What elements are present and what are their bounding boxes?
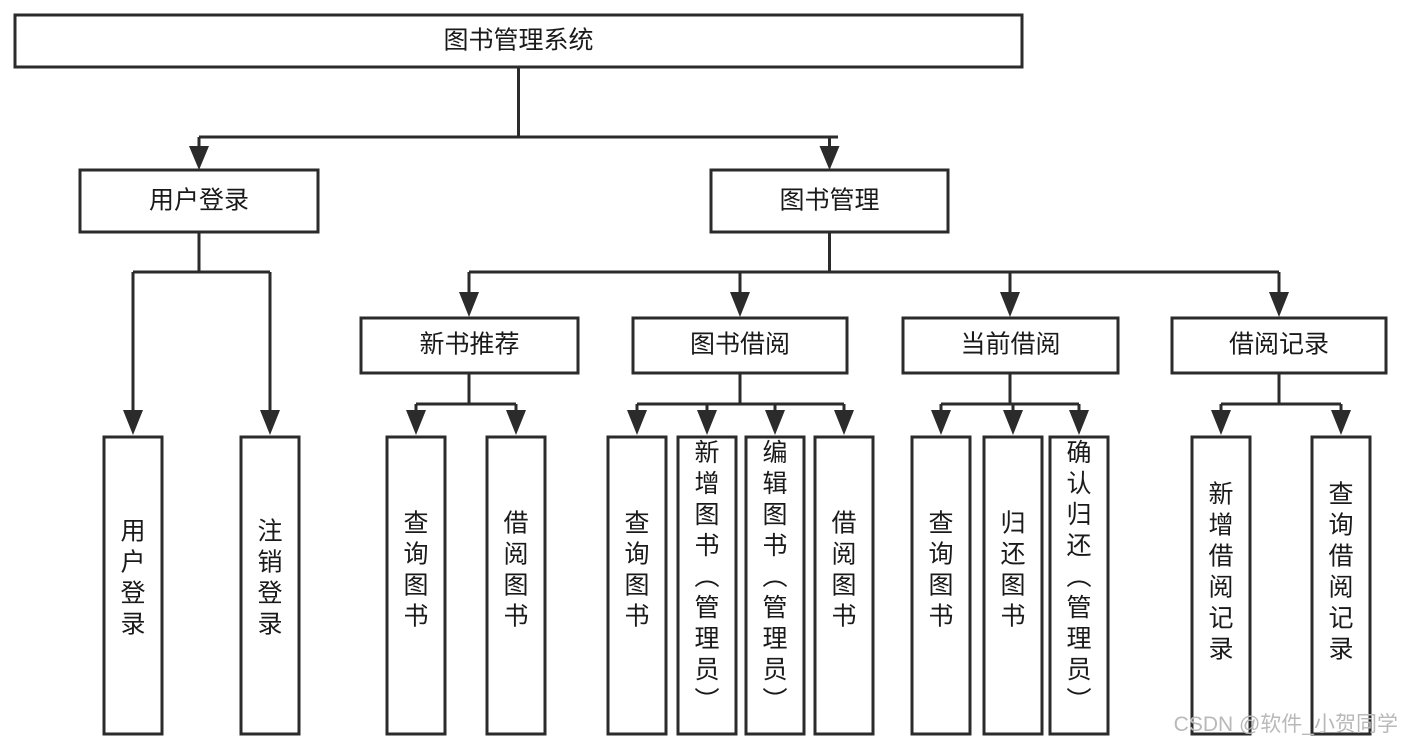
- arrow-head-borrow-record: [1269, 292, 1289, 317]
- arrow-head-book-management: [819, 146, 840, 170]
- arrow-head-user-login: [189, 146, 209, 170]
- node-leaf-query-borrow-record[interactable]: 查询借阅记录: [1310, 435, 1372, 736]
- node-leaf-return-book-label: 归还图书: [1000, 510, 1025, 631]
- arrow-head-leaf-user-login: [123, 410, 143, 435]
- node-leaf-borrow-book-box[interactable]: [813, 435, 875, 736]
- node-leaf-query-book-current-label: 查询图书: [928, 510, 953, 631]
- arrow-head-leaf-user-logout: [260, 410, 280, 435]
- node-leaf-query-borrow-record-box[interactable]: [1310, 435, 1372, 736]
- node-leaf-borrow-book-recommend[interactable]: 借阅图书: [485, 435, 547, 736]
- arrow-head-leaf-return-book: [1003, 410, 1023, 435]
- node-leaf-user-login[interactable]: 用户登录: [102, 435, 164, 736]
- node-borrow-record[interactable]: 借阅记录: [1170, 316, 1388, 375]
- node-current-borrow[interactable]: 当前借阅: [901, 316, 1120, 375]
- node-root[interactable]: 图书管理系统: [13, 13, 1024, 69]
- node-leaf-add-borrow-record-label: 新增借阅记录: [1208, 481, 1233, 664]
- node-borrow-record-box[interactable]: [1170, 316, 1388, 375]
- node-leaf-edit-book-admin[interactable]: 编辑图书︵管理员︶: [744, 435, 806, 736]
- leaf-nodes-layer: 用户登录 注销登录 查询图书 借阅图书 查询图书 新增图书︵管理员︶ 编辑图书︵…: [102, 435, 1372, 736]
- node-leaf-query-book-current[interactable]: 查询图书: [910, 435, 972, 736]
- arrow-head-leaf-add-book-admin: [697, 410, 717, 435]
- node-user-login-label: 用户登录: [149, 187, 249, 215]
- arrow-head-book-borrow: [730, 292, 750, 317]
- node-current-borrow-box[interactable]: [901, 316, 1120, 375]
- csdn-watermark: CSDN @软件_小贺同学: [1174, 713, 1398, 736]
- node-user-login[interactable]: 用户登录: [78, 168, 320, 234]
- node-leaf-user-login-label: 用户登录: [120, 518, 145, 639]
- node-leaf-query-book-borrow-label: 查询图书: [624, 510, 649, 631]
- node-root-box[interactable]: [13, 13, 1024, 69]
- node-user-login-box[interactable]: [78, 168, 320, 234]
- node-book-borrow[interactable]: 图书借阅: [631, 316, 849, 375]
- node-new-book-recommend[interactable]: 新书推荐: [359, 316, 580, 375]
- arrow-head-leaf-edit-book-admin: [765, 410, 785, 435]
- node-leaf-query-book-borrow-box[interactable]: [606, 435, 668, 736]
- node-new-book-recommend-label: 新书推荐: [419, 331, 519, 359]
- node-leaf-add-borrow-record-box[interactable]: [1190, 435, 1252, 736]
- node-leaf-query-book-recommend-box[interactable]: [385, 435, 447, 736]
- node-leaf-query-book-current-box[interactable]: [910, 435, 972, 736]
- node-leaf-query-book-recommend-label: 查询图书: [403, 510, 428, 631]
- node-leaf-query-book-recommend[interactable]: 查询图书: [385, 435, 447, 736]
- arrow-head-leaf-borrow-book-recommend: [506, 410, 526, 435]
- node-leaf-add-book-admin[interactable]: 新增图书︵管理员︶: [676, 435, 738, 736]
- arrow-head-leaf-add-borrow-record: [1211, 410, 1231, 435]
- arrow-head-leaf-confirm-return-admin: [1069, 410, 1089, 435]
- arrow-head-current-borrow: [1000, 292, 1020, 317]
- arrow-head-leaf-borrow-book: [834, 410, 854, 435]
- node-new-book-recommend-box[interactable]: [359, 316, 580, 375]
- node-book-management-box[interactable]: [709, 168, 950, 234]
- node-book-management[interactable]: 图书管理: [709, 168, 950, 234]
- node-book-management-label: 图书管理: [779, 187, 879, 215]
- node-book-borrow-box[interactable]: [631, 316, 849, 375]
- node-root-label: 图书管理系统: [443, 27, 593, 55]
- node-leaf-user-logout-box[interactable]: [239, 435, 301, 736]
- node-leaf-add-borrow-record[interactable]: 新增借阅记录: [1190, 435, 1252, 736]
- node-leaf-query-book-borrow[interactable]: 查询图书: [606, 435, 668, 736]
- arrow-head-leaf-query-borrow-record: [1331, 410, 1351, 435]
- arrow-head-leaf-query-book-current: [931, 410, 951, 435]
- node-leaf-add-book-admin-box[interactable]: [676, 435, 738, 736]
- arrow-head-leaf-query-book-recommend: [406, 410, 426, 435]
- node-leaf-borrow-book-label: 借阅图书: [831, 510, 856, 631]
- node-leaf-confirm-return-admin-label: 确认归还︵管理员︶: [1066, 439, 1091, 715]
- node-book-borrow-label: 图书借阅: [690, 331, 790, 359]
- node-leaf-query-borrow-record-label: 查询借阅记录: [1328, 481, 1353, 664]
- node-borrow-record-label: 借阅记录: [1229, 331, 1329, 359]
- node-leaf-confirm-return-admin-box[interactable]: [1048, 435, 1110, 736]
- node-leaf-edit-book-admin-box[interactable]: [744, 435, 806, 736]
- node-leaf-borrow-book-recommend-label: 借阅图书: [503, 510, 528, 631]
- node-leaf-edit-book-admin-label: 编辑图书︵管理员︶: [762, 439, 787, 715]
- node-leaf-return-book[interactable]: 归还图书: [982, 435, 1044, 736]
- node-leaf-user-logout-label: 注销登录: [257, 518, 282, 639]
- node-current-borrow-label: 当前借阅: [960, 331, 1060, 359]
- node-leaf-confirm-return-admin[interactable]: 确认归还︵管理员︶: [1048, 435, 1110, 736]
- arrow-head-new-book-recommend: [459, 292, 479, 317]
- node-leaf-user-logout[interactable]: 注销登录: [239, 435, 301, 736]
- node-leaf-user-login-box[interactable]: [102, 435, 164, 736]
- arrow-head-leaf-query-book-borrow: [627, 410, 647, 435]
- node-leaf-add-book-admin-label: 新增图书︵管理员︶: [694, 439, 719, 715]
- connector-layer: [123, 67, 1351, 435]
- node-leaf-return-book-box[interactable]: [982, 435, 1044, 736]
- node-leaf-borrow-book[interactable]: 借阅图书: [813, 435, 875, 736]
- node-leaf-borrow-book-recommend-box[interactable]: [485, 435, 547, 736]
